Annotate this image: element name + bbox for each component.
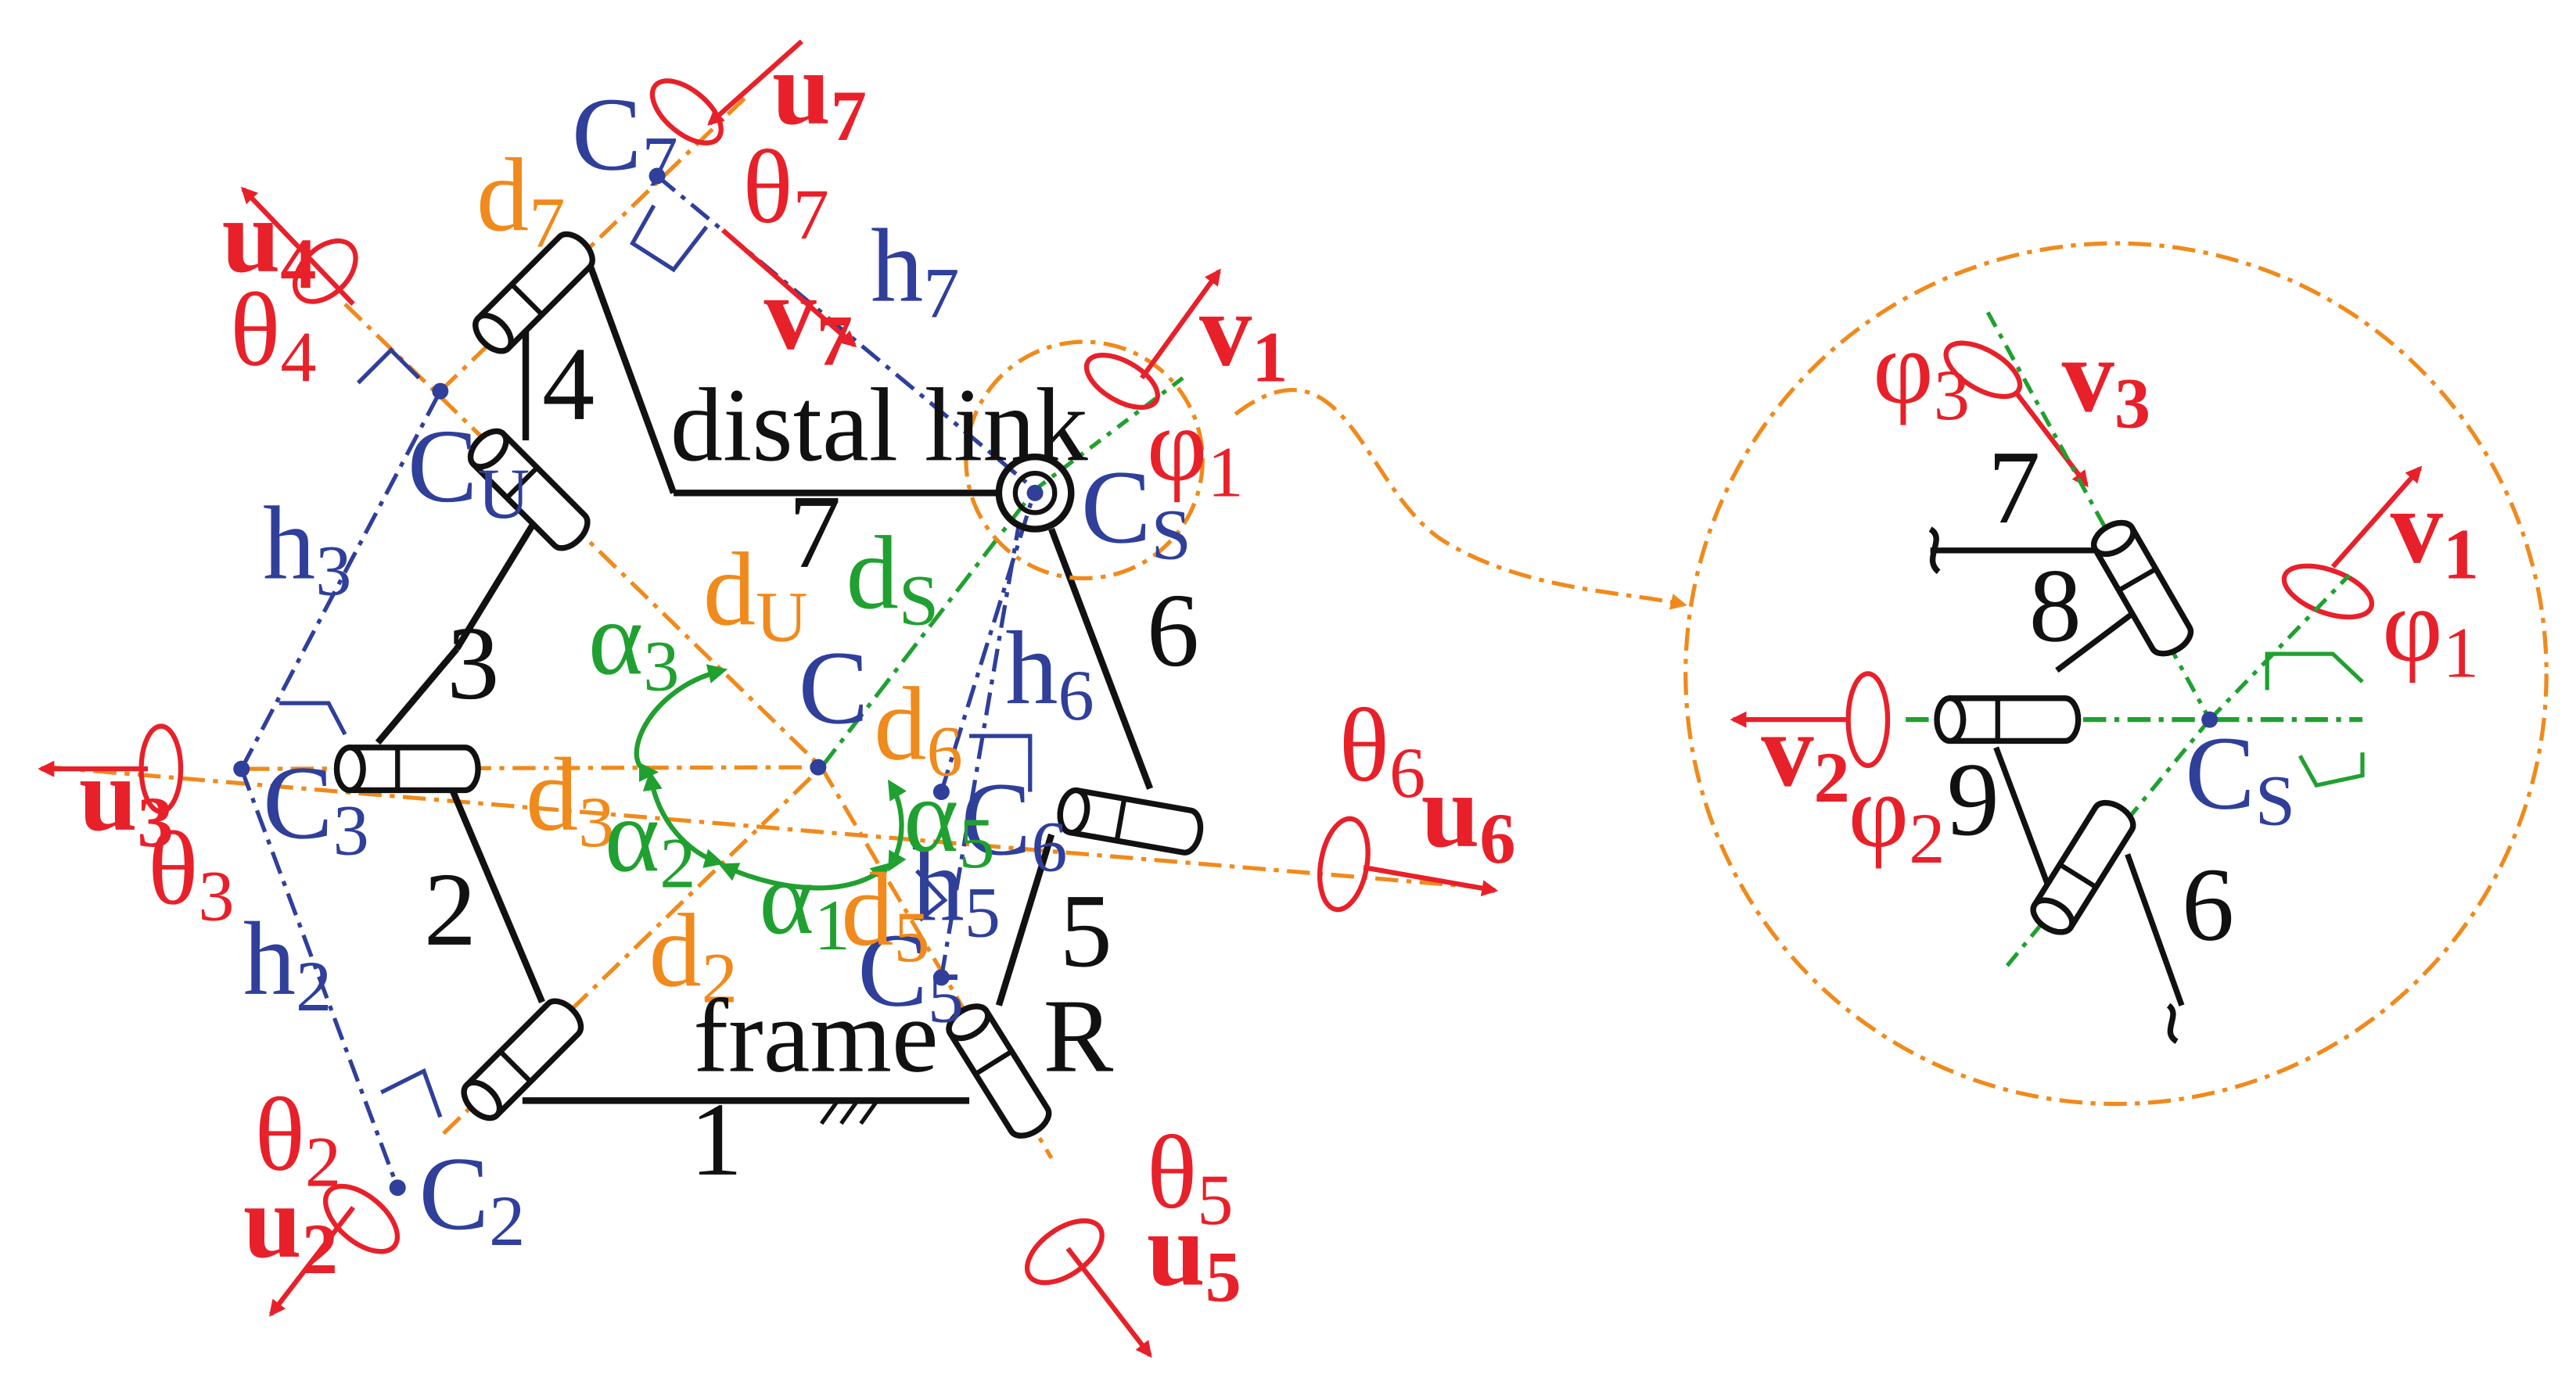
label-inset-7: 7 [1988,429,2040,546]
zoom-connector [1234,388,1687,610]
label-link-1: 1 [690,1082,742,1198]
label-d2: d2 [649,892,738,1017]
label-alpha3: α3 [588,580,680,705]
red-vectors [38,39,2423,1358]
label-phi1: φ1 [1147,387,1244,512]
label-cs: CS [1081,449,1191,574]
label-u6: u6 [1421,753,1516,878]
right-angle-marks [279,204,1033,1118]
label-u2: u2 [243,1164,338,1289]
points [233,167,2219,1197]
label-c7: C7 [572,77,678,202]
label-alpha2: α2 [605,777,696,902]
label-inset-cs: CS [2185,716,2295,841]
label-inset-v1: v1 [2391,469,2479,594]
inset-detail [1906,311,2365,1044]
label-c2: C2 [419,1136,526,1261]
label-d6: d6 [874,666,962,791]
label-d7: d7 [476,137,565,262]
label-u3: u3 [79,737,174,862]
label-theta5: θ5 [1147,1114,1234,1240]
label-alpha1: α1 [759,840,850,965]
label-theta7: θ7 [742,129,829,254]
spherical-joint [995,453,1075,533]
label-du: dU [703,531,808,656]
label-r: R [1044,978,1114,1095]
angle-arcs [634,664,907,891]
label-theta6: θ6 [1339,687,1426,813]
label-distal-link: distal link [670,367,1089,483]
label-frame: frame [693,978,938,1095]
label-h2: h2 [243,901,332,1026]
label-h3: h3 [263,486,351,611]
label-inset-phi3: φ3 [1873,310,1970,435]
label-u4: u4 [222,178,317,303]
label-u5: u5 [1147,1192,1241,1317]
red-rotation-arcs [138,78,2375,1286]
label-inset-phi2: φ2 [1848,753,1945,878]
label-h5: h5 [912,827,1001,952]
label-theta2: θ2 [255,1077,342,1202]
label-alpha5: α5 [904,758,995,883]
label-inset-v3: v3 [2062,318,2150,443]
label-theta4: θ4 [230,272,317,397]
label-h6: h6 [1005,610,1094,735]
zoom-circle-small [964,339,1205,581]
label-c5: C5 [857,913,964,1038]
cs-axis-green [1033,376,1184,492]
label-c3: C3 [263,745,369,870]
label-theta3: θ3 [148,810,235,935]
label-link-6: 6 [1147,572,1199,689]
label-v7: v7 [764,256,853,381]
label-link-4: 4 [542,326,595,443]
label-cu: CU [408,408,530,533]
label-inset-phi1: φ1 [2382,568,2479,693]
label-h7: h7 [871,208,959,333]
label-v1: v1 [1199,272,1288,397]
ds-axis [819,488,1037,769]
label-d3: d3 [526,737,614,862]
label-link-3: 3 [447,605,499,722]
label-inset-8: 8 [2029,547,2082,664]
label-link-2: 2 [424,852,476,968]
ground-hatch [819,1099,879,1125]
label-link-5: 5 [1060,873,1112,989]
label-u7: u7 [772,30,867,156]
label-c: C [799,630,869,746]
label-inset-v2: v2 [1761,692,1849,817]
label-d5: d5 [841,852,929,977]
label-c6: C6 [961,761,1068,886]
blue-perpendiculars [239,174,1037,1189]
label-ds: dS [846,515,940,640]
label-link-7: 7 [789,474,841,590]
zoom-circle-large [1683,241,2549,1107]
links [375,245,1154,1104]
label-inset-6: 6 [2182,847,2234,963]
label-inset-9: 9 [1947,741,1999,858]
